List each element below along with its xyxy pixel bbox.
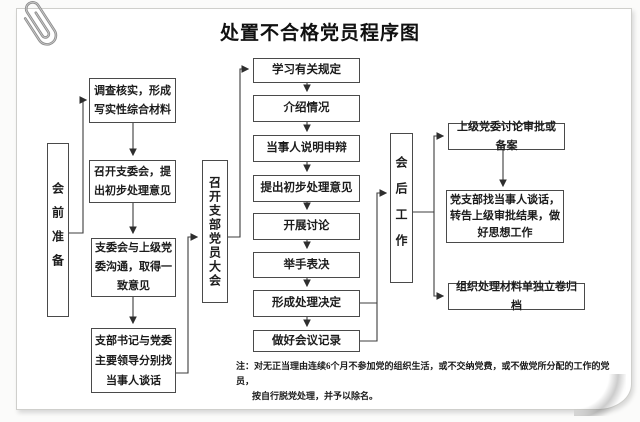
footnote-line-2: 按自行脱党处理，并予以除名。 [252,391,379,401]
paperclip-icon [23,1,58,46]
meeting-step-minutes: 做好会议记录 [253,330,360,352]
post-step-superior-approval: 上级党委讨论审批或备案 [448,121,565,152]
meeting-step-introduce: 介绍情况 [253,95,360,122]
post-step-inform-result: 党支部找当事人谈话，转告上级审批结果，做好思想工作 [446,190,564,243]
page-title: 处置不合格党员程序图 [219,23,420,44]
phase-label-post-meeting: 会后工作 [390,133,413,283]
footnote: 注：对无正当理由连续6个月不参加党的组织生活，或不交纳党费，或不做党所分配的工作… [236,359,622,404]
meeting-step-discussion: 开展讨论 [253,213,360,240]
phase-label-branch-meeting: 召开支部党员大会 [202,160,228,303]
footnote-line-1: 注：对无正当理由连续6个月不参加党的组织生活，或不交纳党费，或不做党所分配的工作… [236,361,610,386]
pre-step-communicate-superior: 支委会与上级党委沟通，取得一致意见 [91,238,176,297]
meeting-step-study-rules: 学习有关规定 [253,58,360,83]
pre-step-branch-committee: 召开支委会，提出初步处理意见 [89,160,176,203]
pre-step-investigate: 调查核实，形成写实性综合材料 [89,78,176,123]
meeting-step-preliminary-opinion: 提出初步处理意见 [253,175,360,202]
meeting-step-decision: 形成处理决定 [253,290,360,317]
phase-label-pre-meeting: 会前准备 [47,143,69,317]
pre-step-talk-with-person: 支部书记与党委主要领导分别找当事人谈话 [91,328,176,393]
meeting-step-statement-defense: 当事人说明申辩 [253,135,360,162]
post-step-archive: 组织处理材料单独立卷归档 [448,281,585,312]
meeting-step-vote: 举手表决 [253,252,360,278]
